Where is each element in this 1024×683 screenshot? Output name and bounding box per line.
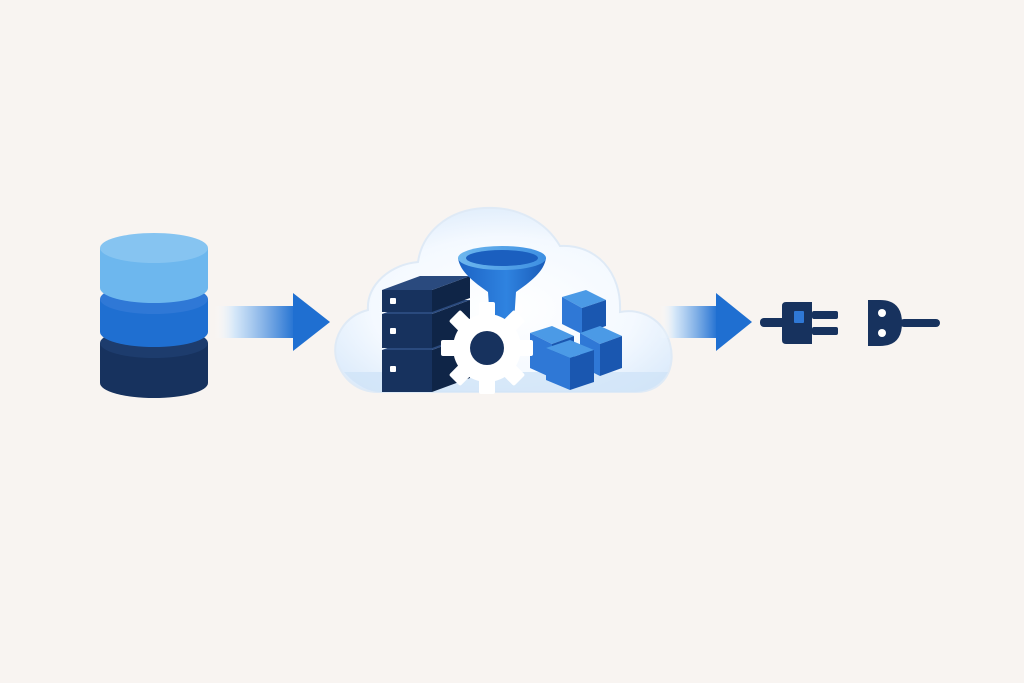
plug-icon <box>760 302 838 344</box>
arrow-right-icon <box>214 293 330 351</box>
socket-icon <box>868 300 940 346</box>
funnel-icon <box>458 246 546 322</box>
database-icon <box>100 233 208 398</box>
arrow-right-icon <box>660 293 752 351</box>
gear-icon <box>441 302 533 394</box>
cubes-icon <box>530 290 622 390</box>
